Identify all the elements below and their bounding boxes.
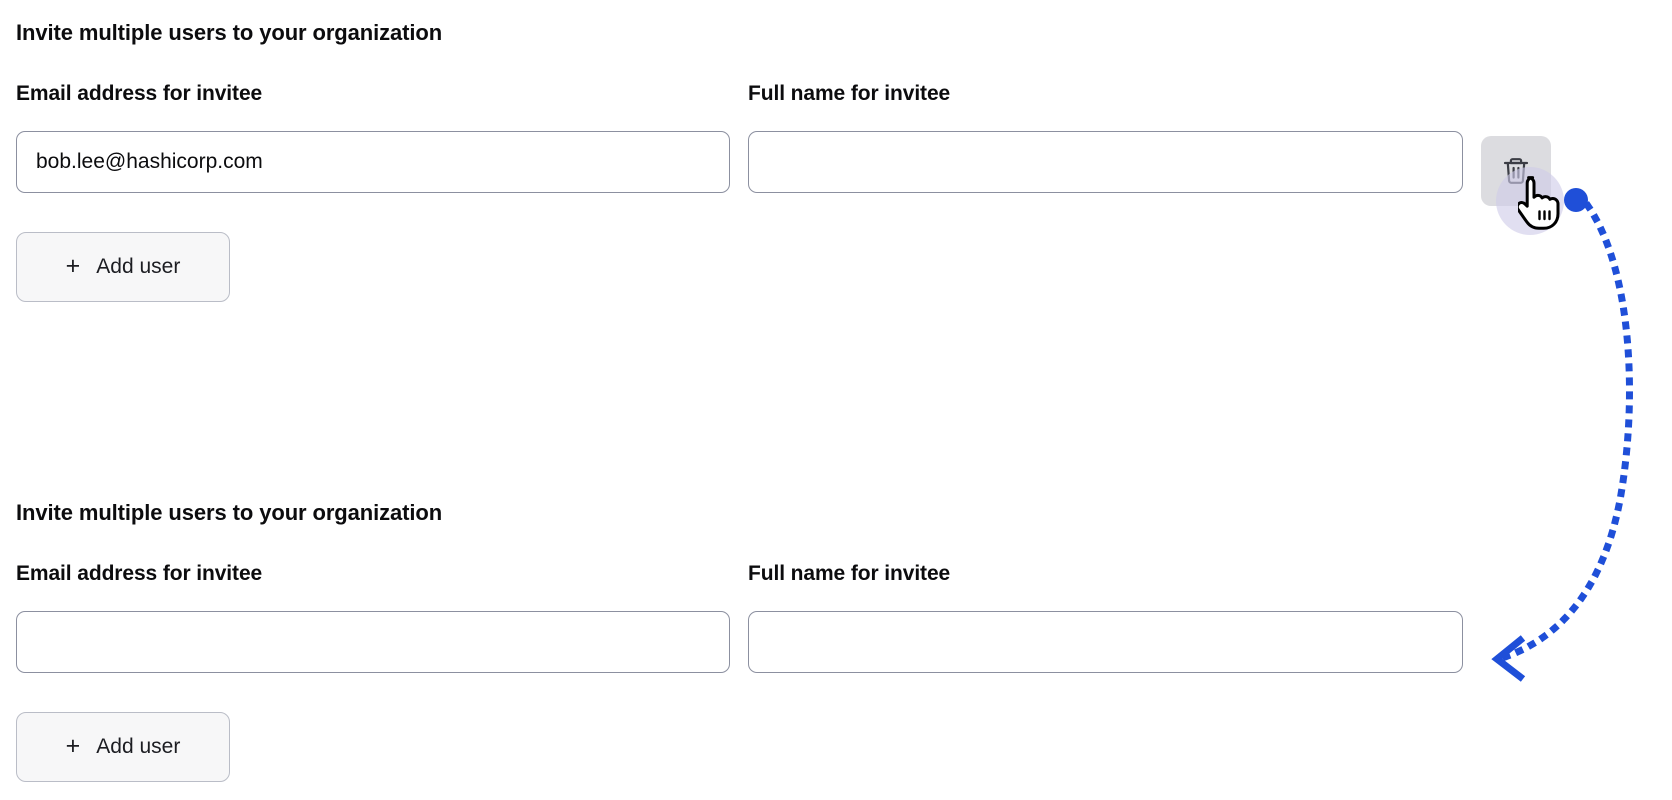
- annotation-start-dot: [1564, 188, 1588, 212]
- fullname-input-secondary[interactable]: [748, 611, 1463, 673]
- add-user-button-label: Add user: [96, 255, 181, 278]
- plus-icon: +: [65, 251, 81, 280]
- fullname-field-label: Full name for invitee: [748, 82, 951, 105]
- email-field-label-secondary: Email address for invitee: [16, 562, 263, 585]
- trash-icon: [1502, 156, 1530, 186]
- page-title-secondary: Invite multiple users to your organizati…: [16, 500, 443, 525]
- fullname-field-label-secondary: Full name for invitee: [748, 562, 951, 585]
- page-title: Invite multiple users to your organizati…: [16, 20, 443, 45]
- email-input[interactable]: [16, 131, 730, 193]
- email-field-label: Email address for invitee: [16, 82, 263, 105]
- fullname-input[interactable]: [748, 131, 1463, 193]
- add-user-button[interactable]: + Add user: [16, 232, 230, 302]
- email-input-secondary[interactable]: [16, 611, 730, 673]
- add-user-button-label-secondary: Add user: [96, 735, 181, 758]
- delete-row-button[interactable]: [1481, 136, 1551, 206]
- plus-icon-secondary: +: [65, 731, 81, 760]
- add-user-button-secondary[interactable]: + Add user: [16, 712, 230, 782]
